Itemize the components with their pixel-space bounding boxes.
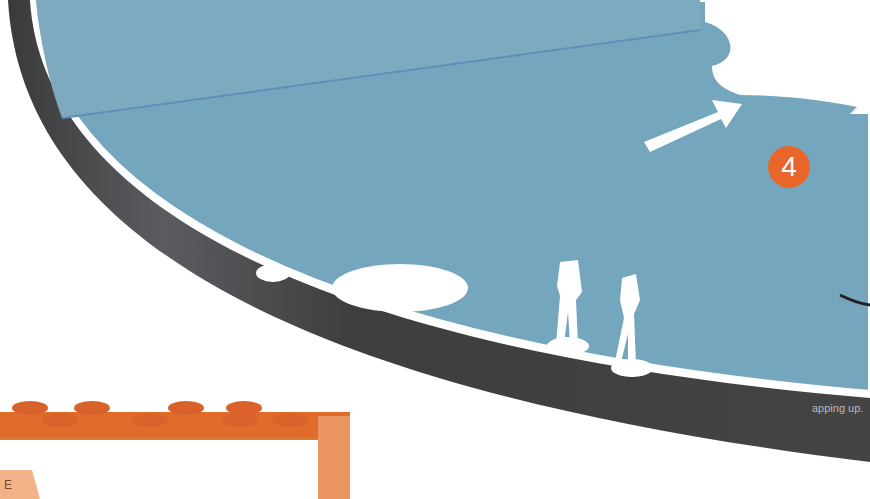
seam-line — [62, 30, 700, 118]
brick-side — [318, 416, 350, 499]
brick-top — [0, 412, 350, 438]
tab-letter: E — [4, 478, 12, 492]
direction-arrow — [850, 98, 870, 114]
brick-studs — [12, 401, 308, 427]
figure — [556, 260, 582, 344]
brick-panel — [0, 440, 318, 499]
label-tab — [0, 470, 40, 499]
caption-fragment: apping up. — [812, 402, 863, 414]
center-cutout — [705, 0, 870, 110]
edge-mark — [840, 295, 870, 305]
figure-base — [547, 337, 589, 355]
callout-number: 4 — [781, 151, 797, 183]
disc-surface — [30, 0, 870, 392]
direction-arrow — [644, 100, 742, 152]
callout-circle: 4 — [768, 146, 810, 188]
hole — [256, 264, 290, 282]
surface-band — [36, 0, 700, 118]
hole — [332, 264, 468, 312]
figure — [614, 274, 640, 366]
disc-edge — [8, 0, 870, 462]
